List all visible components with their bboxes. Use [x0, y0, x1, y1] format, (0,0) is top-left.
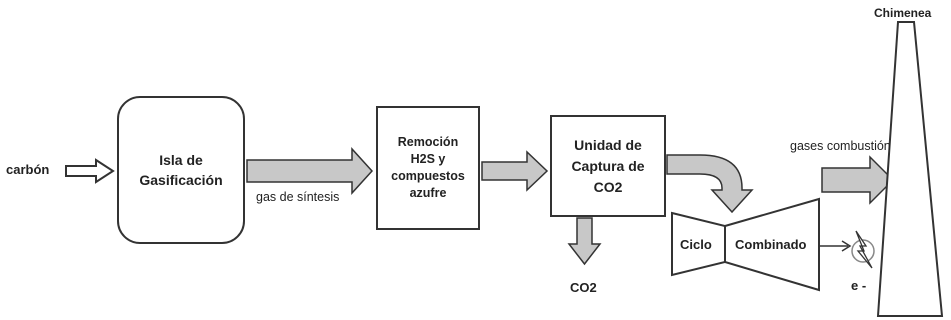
carbon-input-arrow	[65, 158, 115, 184]
syngas-arrow	[246, 147, 374, 195]
input-label: carbón	[6, 162, 50, 177]
turbine-shape	[724, 197, 820, 292]
capture-line-2: Captura de	[571, 157, 645, 174]
capture-label: Unidad de Captura de CO2	[551, 116, 665, 216]
syngas-label: gas de síntesis	[256, 190, 340, 204]
shaft-arrowhead	[841, 240, 852, 252]
to-capture-arrow	[481, 150, 549, 192]
sulfur-line-3: compuestos	[391, 169, 465, 183]
sulfur-removal-label: Remoción H2S y compuestos azufre	[377, 107, 479, 229]
capture-line-3: CO2	[593, 178, 623, 195]
capture-to-turbine-arrow	[666, 154, 754, 214]
capture-box	[550, 115, 666, 217]
gasification-box	[117, 96, 245, 244]
sulfur-removal-box	[376, 106, 480, 230]
flue-gas-arrow	[821, 155, 895, 205]
sulfur-line-4: azufre	[409, 186, 447, 200]
flue-gas-label: gases combustión	[790, 139, 891, 153]
combined-cycle-right-label: Combinado	[735, 237, 807, 252]
lightning-icon	[851, 230, 875, 269]
sulfur-line-2: H2S y	[410, 152, 446, 166]
gasification-line-1: Isla de	[159, 152, 203, 168]
chimney-shape	[876, 21, 944, 317]
sulfur-line-1: Remoción	[397, 135, 459, 149]
capture-line-1: Unidad de	[574, 136, 642, 153]
combined-cycle-left-label: Ciclo	[680, 237, 712, 252]
co2-down-arrow	[567, 217, 602, 266]
chimney-label: Chimenea	[874, 6, 932, 20]
electricity-label: e -	[851, 278, 867, 293]
co2-output-label: CO2	[570, 280, 597, 295]
gasification-label: Isla de Gasificación	[118, 97, 244, 243]
gasification-line-2: Gasificación	[139, 172, 223, 188]
